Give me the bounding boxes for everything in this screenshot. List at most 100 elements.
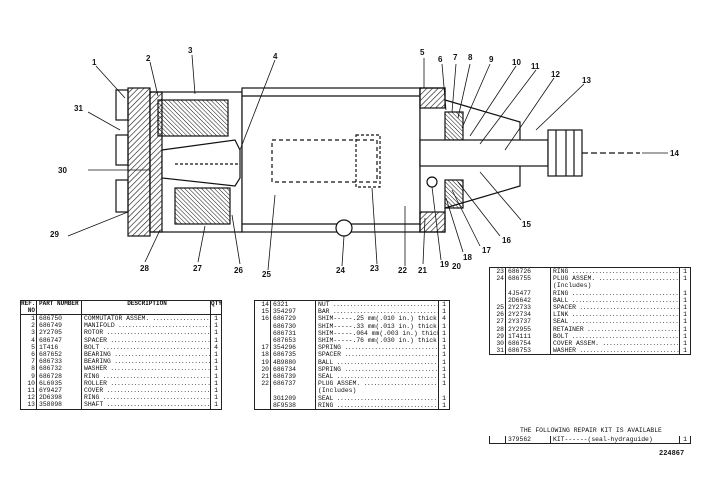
row-ref: 10 <box>21 379 37 388</box>
table-row: 23686726RING1 <box>490 268 690 276</box>
row-description: RING <box>316 401 439 410</box>
row-part-number: 2D6642 <box>506 296 551 305</box>
table-row: 20686734SPRING1 <box>255 365 449 374</box>
callout-17: 17 <box>482 246 491 255</box>
row-qty: 1 <box>683 268 687 275</box>
row-qty: 1 <box>214 322 218 330</box>
row-part-number: 6321 <box>271 301 316 309</box>
table-row: 15354297BAR1 <box>255 308 449 316</box>
row-description: BALL <box>551 296 680 305</box>
callout-12: 12 <box>551 70 560 79</box>
row-qty <box>439 387 449 394</box>
row-ref <box>490 282 506 290</box>
row-ref: 13 <box>21 401 37 409</box>
row-part-number: 2Y2955 <box>506 325 551 333</box>
output-shaft <box>419 139 549 167</box>
row-part-number <box>271 387 316 395</box>
row-description: (Includes) <box>551 282 680 290</box>
row-ref <box>490 296 506 305</box>
table-row: 8F9538RING1 <box>255 401 449 410</box>
callout-10: 10 <box>512 58 521 67</box>
table-row: 17354296SPRING1 <box>255 344 449 352</box>
row-part-number: 686731 <box>271 329 316 338</box>
row-part-number: 686735 <box>271 351 316 359</box>
table-row: 51T416BOLT4 <box>21 343 221 352</box>
callout-7: 7 <box>453 53 458 62</box>
table-row: (Includes) <box>490 282 690 290</box>
row-qty: 1 <box>214 401 218 409</box>
row-description: BAR <box>316 308 439 316</box>
row-qty: 1 <box>442 329 446 337</box>
row-part-number: 686730 <box>271 322 316 330</box>
row-description: RING <box>82 394 211 402</box>
callout-28: 28 <box>140 264 149 273</box>
repair-kit-row: 379562 KIT------(seal-hydraguide) 1 <box>489 436 691 445</box>
callout-3: 3 <box>188 46 193 55</box>
row-ref: 4 <box>21 336 37 344</box>
row-qty: 1 <box>214 394 218 402</box>
table-row: 2686749MANIFOLD1 <box>21 322 221 330</box>
row-ref <box>255 387 271 395</box>
row-qty: 1 <box>442 394 446 402</box>
row-ref: 20 <box>255 365 271 374</box>
row-qty: 1 <box>683 296 687 304</box>
row-part-number: 686754 <box>506 340 551 348</box>
callout-24: 24 <box>336 266 345 275</box>
table-row: 18686735SPACER1 <box>255 351 449 359</box>
row-ref: 3 <box>21 329 37 337</box>
row-part-number: 686747 <box>37 336 82 344</box>
row-ref <box>490 289 506 297</box>
table-row: 262Y2734LINK1 <box>490 311 690 319</box>
table-row: 291T4111BOLT1 <box>490 332 690 341</box>
row-qty: 1 <box>683 311 687 319</box>
row-ref: 21 <box>255 373 271 381</box>
row-description: MANIFOLD <box>82 322 211 330</box>
row-part-number: 686749 <box>37 322 82 330</box>
row-description: BOLT <box>551 332 680 341</box>
row-qty: 1 <box>214 315 218 322</box>
rotor-upper <box>157 99 229 137</box>
callout-4: 4 <box>273 52 278 61</box>
row-description: SEAL <box>551 318 680 326</box>
callout-21: 21 <box>418 266 427 275</box>
main-housing <box>241 87 421 233</box>
row-part-number: 687652 <box>37 351 82 359</box>
row-part-number: 686739 <box>271 373 316 381</box>
row-qty: 1 <box>683 340 687 348</box>
table-row: 2D6642BALL1 <box>490 296 690 305</box>
row-part-number: 686732 <box>37 365 82 373</box>
manifold <box>149 91 163 233</box>
kit-qty: 1 <box>683 436 687 443</box>
row-part-number <box>506 282 551 290</box>
callout-25: 25 <box>262 270 271 279</box>
row-qty: 1 <box>683 347 687 355</box>
table-row: 6687652BEARING1 <box>21 351 221 359</box>
row-description: SHIM-----.25 mm(.010 in.) thick <box>316 315 439 323</box>
table-row: 146321NUT1 <box>255 301 449 309</box>
row-description: ROTOR <box>82 329 211 337</box>
row-description: RETAINER <box>551 325 680 333</box>
row-description: PLUG ASSEM. <box>551 275 680 283</box>
row-qty: 1 <box>442 401 446 409</box>
table-header: REF. NO PART NUMBER DESCRIPTION QTY <box>21 300 222 315</box>
callout-16: 16 <box>502 236 511 245</box>
table-row: 252Y2733SPACER1 <box>490 304 690 312</box>
callout-23: 23 <box>370 264 379 273</box>
parts-table-3: 23686726RING124686755PLUG ASSEM.1(Includ… <box>489 267 691 356</box>
callout-14: 14 <box>670 149 679 158</box>
row-qty: 1 <box>442 337 446 345</box>
callout-27: 27 <box>193 264 202 273</box>
callout-15: 15 <box>522 220 531 229</box>
row-description: RING <box>551 289 680 297</box>
callout-8: 8 <box>468 53 473 62</box>
row-part-number: 2D6398 <box>37 394 82 402</box>
table-row: 8686732WASHER1 <box>21 365 221 373</box>
row-ref: 5 <box>21 343 37 352</box>
row-ref: 6 <box>21 351 37 359</box>
parts-table-2: 146321NUT115354297BAR116686729SHIM-----.… <box>254 300 450 411</box>
row-part-number: 686726 <box>506 268 551 276</box>
row-ref: 29 <box>490 332 506 341</box>
